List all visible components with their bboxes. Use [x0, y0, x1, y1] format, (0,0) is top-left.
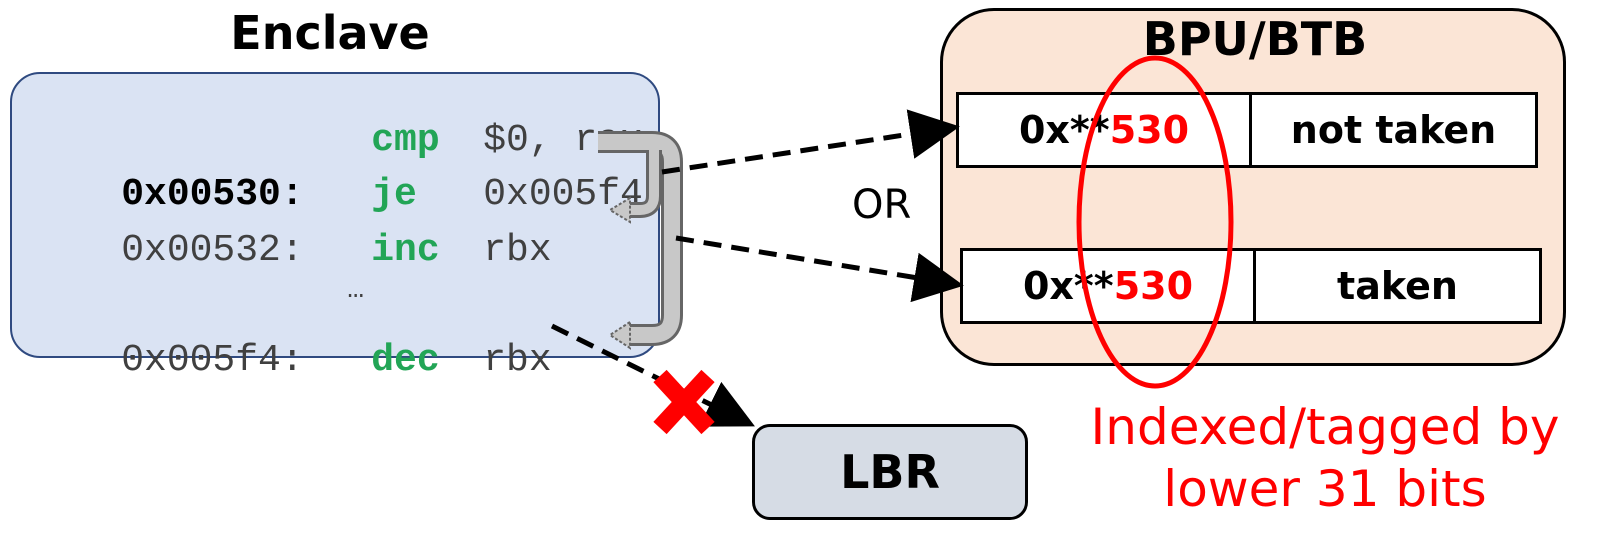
lbr-label: LBR [840, 445, 940, 499]
bpu-title: BPU/BTB [1142, 12, 1368, 66]
index-note: Indexed/tagged by lower 31 bits [1070, 396, 1580, 520]
index-note-line1: Indexed/tagged by [1090, 398, 1560, 456]
code-line-args: rbx [483, 339, 552, 382]
arrow-to-taken [675, 235, 964, 303]
arrow-to-lbr [550, 323, 755, 427]
enclave-title: Enclave [230, 6, 430, 60]
branch-arrow [598, 131, 683, 350]
or-label: OR [852, 182, 912, 228]
btb-entry-state: taken [1337, 264, 1458, 308]
arrow-to-not-taken [661, 109, 960, 175]
code-line-addr: 0x005f4: [121, 339, 304, 382]
code-line-op: dec [371, 339, 440, 382]
code-line-op: je [371, 173, 417, 216]
code-line-args: rbx [483, 229, 552, 272]
lbr-box: LBR [752, 424, 1028, 520]
blocked-x-icon [653, 369, 715, 435]
enclave-box [10, 72, 660, 358]
code-line-op: inc [371, 229, 440, 272]
code-line-ellipsis: … [30, 244, 364, 337]
index-ellipse [1076, 55, 1234, 389]
code-line-cmp: cmp$0, rax [30, 76, 643, 205]
btb-entry-address: 0x**530 [963, 251, 1256, 321]
address-prefix: 0x** [1022, 264, 1114, 308]
code-line-op: cmp [371, 119, 440, 162]
btb-entry-state: not taken [1290, 108, 1497, 152]
address-suffix: 530 [1113, 264, 1194, 308]
code-line-args: … [347, 275, 365, 306]
code-line-addr: 0x00532: [121, 229, 304, 272]
btb-entry-not-taken: 0x**530 not taken [956, 92, 1538, 168]
address-suffix: 530 [1109, 108, 1190, 152]
code-line-addr: 0x00530: [121, 173, 304, 216]
index-note-line2: lower 31 bits [1163, 460, 1487, 518]
